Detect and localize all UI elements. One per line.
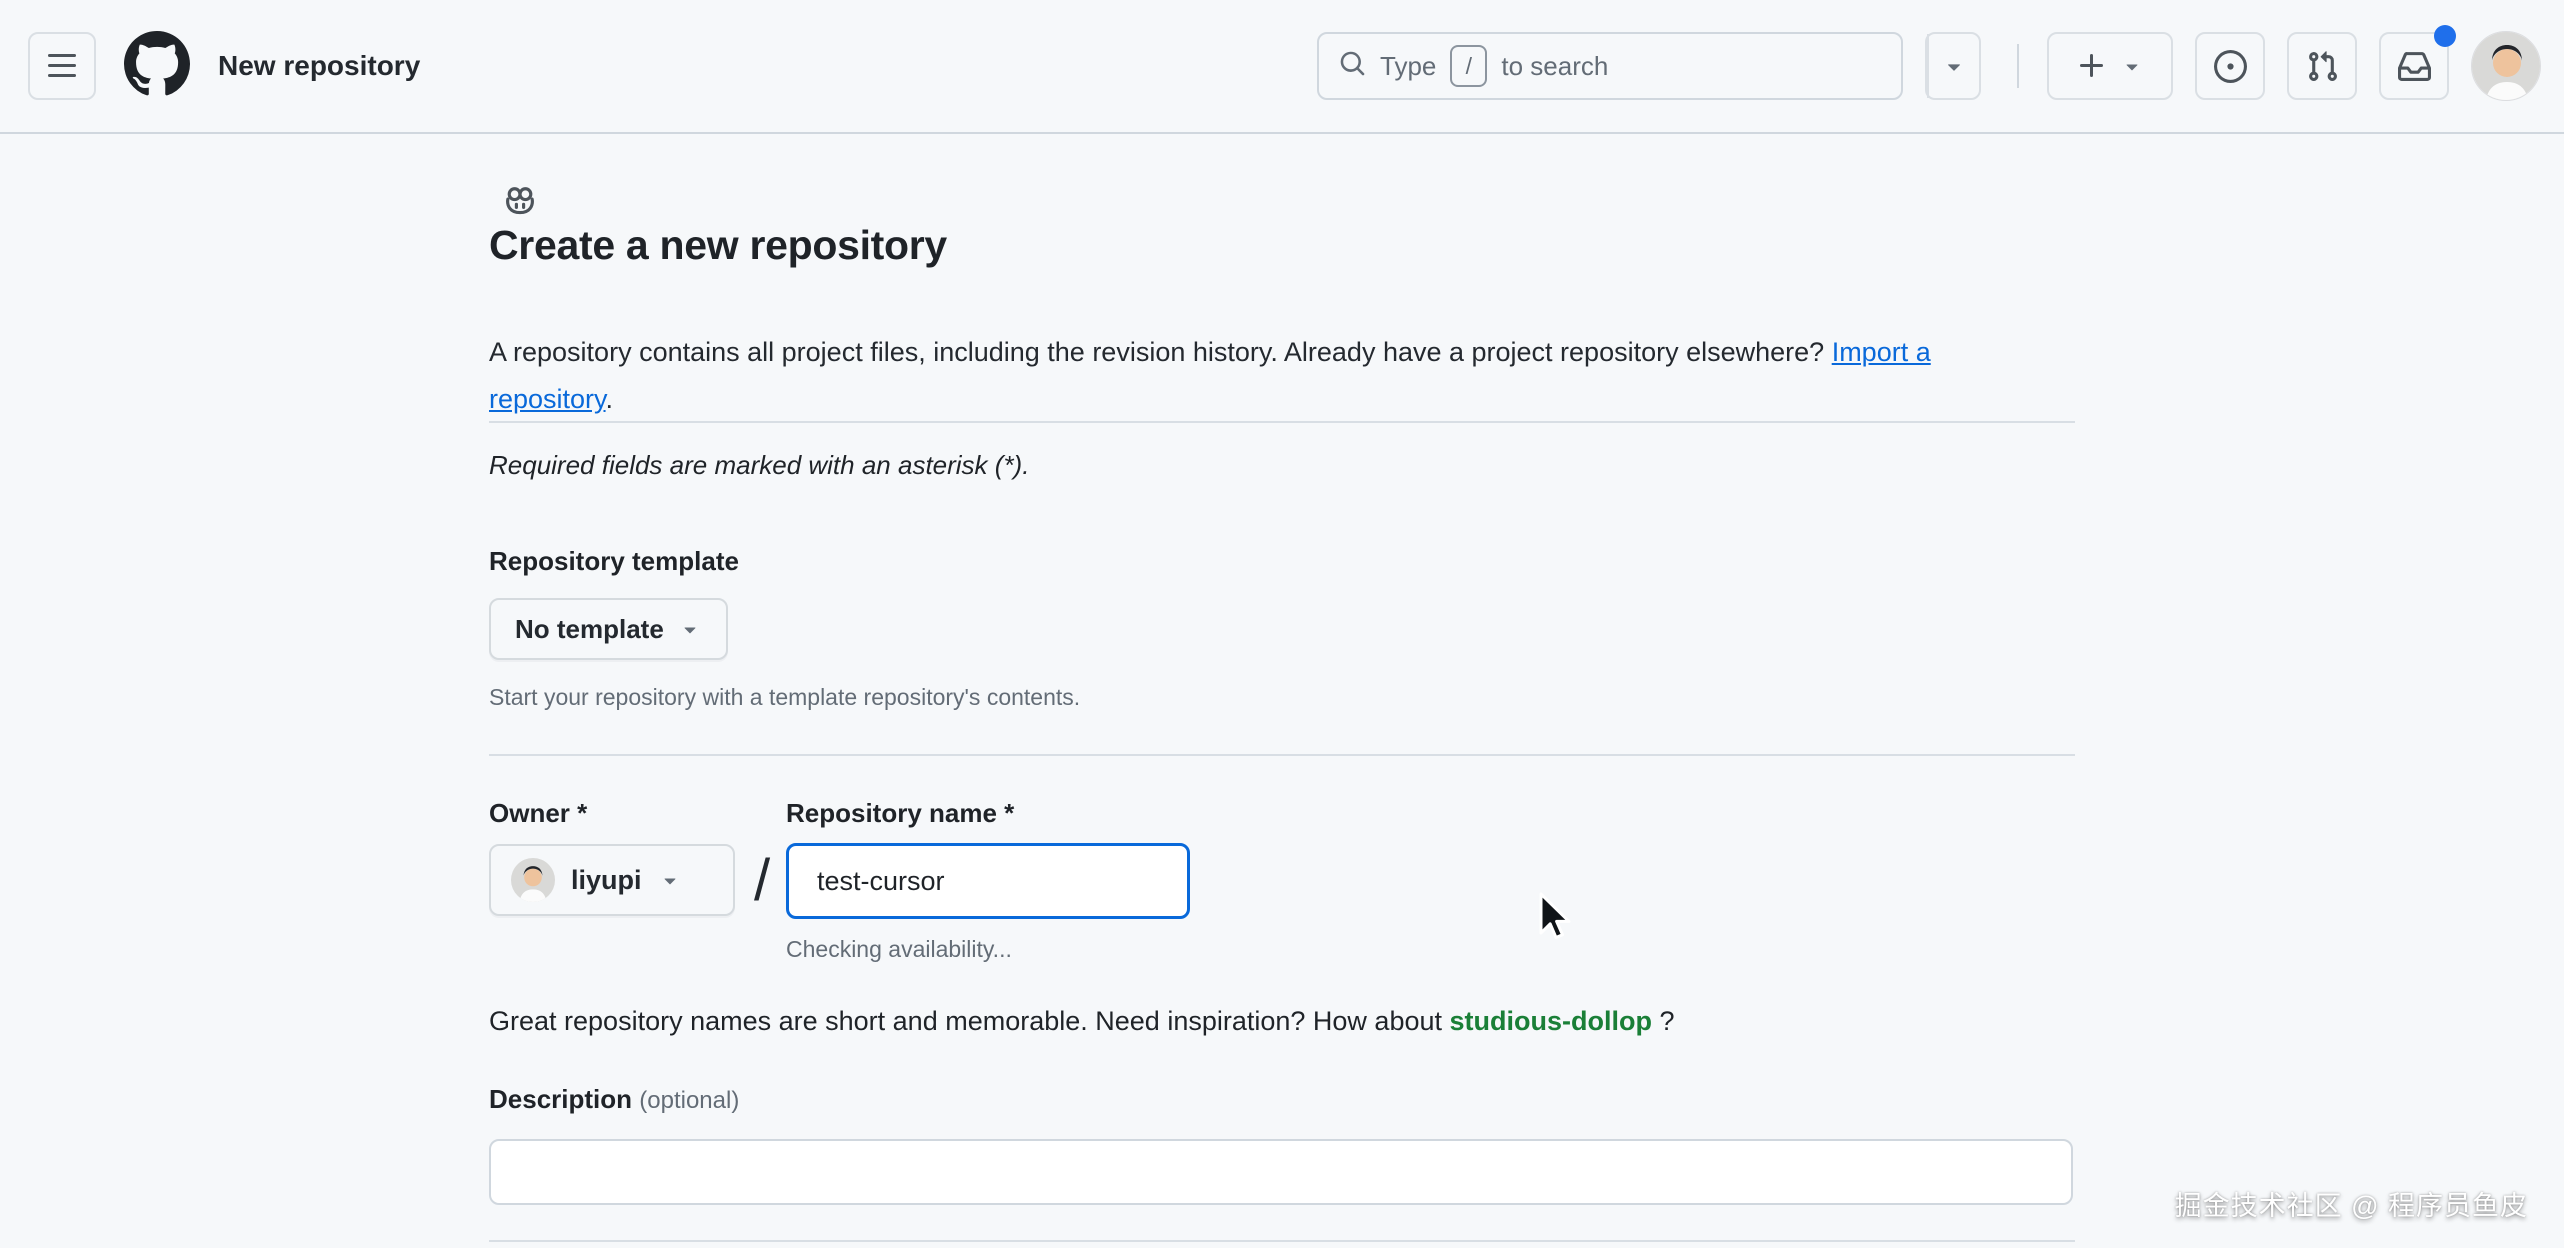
availability-status: Checking availability... bbox=[786, 936, 1012, 962]
plus-icon bbox=[2076, 50, 2108, 82]
description-input[interactable] bbox=[489, 1139, 2073, 1205]
hamburger-menu-button[interactable] bbox=[28, 32, 96, 100]
user-avatar[interactable] bbox=[2471, 31, 2541, 101]
description-label: Description bbox=[489, 1084, 633, 1114]
copilot-button-divider bbox=[1927, 34, 1929, 98]
copilot-dropdown-caret[interactable] bbox=[1929, 34, 1979, 98]
repository-template-label: Repository template bbox=[489, 546, 739, 576]
unread-notification-dot bbox=[2434, 25, 2456, 47]
owner-repo-separator: / bbox=[753, 847, 771, 913]
triangle-down-icon bbox=[684, 627, 696, 634]
template-select-value: No template bbox=[515, 613, 664, 644]
global-header: New repository Type / to search bbox=[0, 0, 2564, 215]
inbox-icon bbox=[2397, 50, 2431, 83]
three-bars-icon bbox=[46, 50, 78, 82]
triangle-down-icon bbox=[2120, 54, 2144, 78]
repository-name-label: Repository name * bbox=[786, 798, 1015, 828]
slash-key-hint: / bbox=[1450, 45, 1488, 87]
section-divider bbox=[489, 1240, 2075, 1242]
intro-text: A repository contains all project files,… bbox=[489, 337, 1832, 367]
template-hint: Start your repository with a template re… bbox=[489, 684, 1081, 710]
global-search-input[interactable]: Type / to search bbox=[1317, 32, 1903, 100]
owner-select-value: liyupi bbox=[571, 864, 642, 895]
owner-avatar bbox=[511, 858, 555, 902]
section-divider bbox=[489, 754, 2075, 756]
name-suggestion: Great repository names are short and mem… bbox=[489, 1006, 1675, 1037]
intro-suffix: . bbox=[605, 384, 614, 414]
issues-button[interactable] bbox=[2195, 32, 2265, 100]
copilot-button[interactable] bbox=[506, 32, 1981, 215]
page-context-title: New repository bbox=[218, 50, 421, 81]
notifications-button[interactable] bbox=[2379, 25, 2456, 100]
mouse-cursor-icon bbox=[1532, 890, 1574, 953]
search-icon bbox=[1339, 50, 1366, 82]
template-select-button[interactable]: No template bbox=[489, 598, 728, 660]
description-optional-hint: (optional) bbox=[639, 1087, 740, 1114]
search-placeholder-suffix: to search bbox=[1501, 50, 1609, 81]
github-logo[interactable] bbox=[123, 30, 190, 102]
watermark-text: 掘金技术社区 @ 程序员鱼皮 bbox=[2174, 1191, 2528, 1221]
suggestion-text: Great repository names are short and mem… bbox=[489, 1006, 1450, 1036]
triangle-down-icon bbox=[1948, 64, 1960, 71]
suggestion-suffix: ? bbox=[1651, 1006, 1675, 1036]
triangle-down-icon bbox=[664, 878, 675, 885]
git-pull-request-icon bbox=[2306, 50, 2339, 83]
pull-requests-button[interactable] bbox=[2287, 32, 2357, 100]
owner-label: Owner * bbox=[489, 798, 588, 828]
issue-opened-icon bbox=[2213, 49, 2247, 83]
search-placeholder-prefix: Type bbox=[1380, 50, 1437, 81]
create-repository-form: Create a new repository A repository con… bbox=[489, 134, 2075, 1248]
user-avatar-image bbox=[2472, 32, 2540, 100]
repository-name-input[interactable] bbox=[786, 843, 1190, 919]
required-fields-note: Required fields are marked with an aster… bbox=[489, 450, 1030, 480]
intro-paragraph: A repository contains all project files,… bbox=[489, 329, 1999, 423]
import-repository-link[interactable]: Import a repository bbox=[489, 337, 1931, 414]
copilot-icon[interactable] bbox=[489, 134, 551, 266]
suggested-name-link[interactable]: studious-dollop bbox=[1449, 1006, 1652, 1036]
owner-select-button[interactable]: liyupi bbox=[489, 844, 735, 916]
description-label-row: Description (optional) bbox=[489, 1084, 739, 1115]
header-separator bbox=[2017, 44, 2019, 88]
github-mark-icon bbox=[123, 30, 190, 102]
create-new-button[interactable] bbox=[2047, 32, 2173, 100]
page-title: Create a new repository bbox=[489, 222, 947, 268]
section-divider bbox=[489, 421, 2075, 423]
